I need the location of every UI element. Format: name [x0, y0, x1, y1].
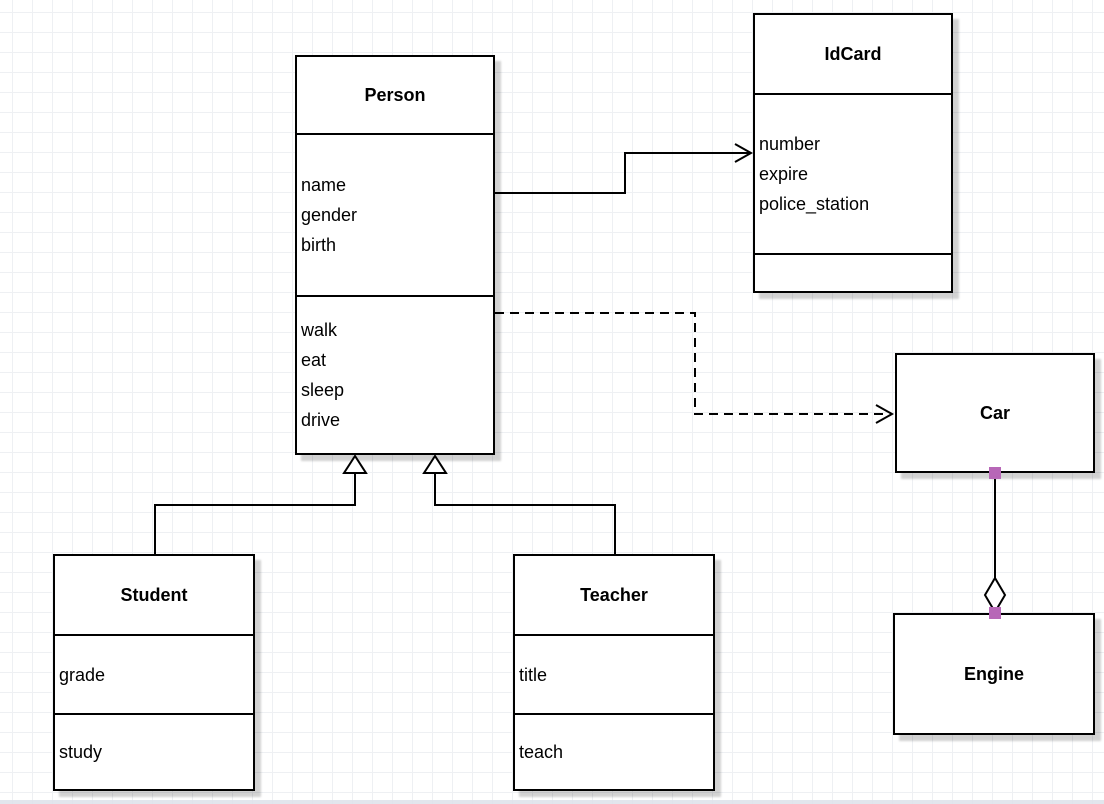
connection-point-handle[interactable]	[989, 607, 1001, 619]
edge-association-person-idcard[interactable]	[495, 143, 754, 194]
class-teacher[interactable]: Teacher title teach	[513, 554, 715, 791]
class-person-methods: walk eat sleep drive	[297, 295, 493, 453]
open-arrow-icon	[875, 404, 895, 424]
edge-generalization-teacher-person[interactable]	[422, 454, 616, 554]
class-teacher-attributes: title	[515, 634, 713, 713]
hollow-diamond-icon	[983, 576, 1007, 614]
class-person[interactable]: Person name gender birth walk eat sleep …	[295, 55, 495, 455]
class-teacher-attributes-text: title	[519, 664, 548, 685]
class-engine-title: Engine	[963, 663, 1024, 684]
class-idcard-methods	[755, 253, 951, 291]
class-idcard[interactable]: IdCard number expire police_station	[753, 13, 953, 293]
edge-aggregation-car-engine[interactable]	[983, 467, 1007, 619]
class-student-attributes: grade	[55, 634, 253, 713]
class-person-attributes: name gender birth	[297, 133, 493, 295]
class-idcard-attributes-text: number expire police_station	[759, 134, 870, 214]
edge-generalization-student-person[interactable]	[154, 454, 368, 554]
class-student-methods-text: study	[59, 742, 103, 762]
page-boundary-edge	[0, 800, 1104, 804]
class-engine[interactable]: Engine	[893, 613, 1095, 735]
class-student-methods: study	[55, 713, 253, 789]
class-teacher-methods-text: teach	[519, 742, 564, 762]
dependency-line[interactable]	[495, 312, 888, 415]
class-person-title: Person	[364, 84, 426, 105]
class-person-attributes-text: name gender birth	[301, 175, 358, 255]
open-arrow-icon	[734, 143, 754, 163]
edge-dependency-person-car[interactable]	[495, 312, 895, 424]
hollow-triangle-icon	[422, 454, 448, 474]
connection-point-handle[interactable]	[989, 467, 1001, 479]
class-idcard-attributes: number expire police_station	[755, 93, 951, 253]
hollow-triangle-icon	[342, 454, 368, 474]
class-person-methods-text: walk eat sleep drive	[301, 320, 345, 430]
class-student-title: Student	[120, 584, 188, 605]
class-student-attributes-text: grade	[59, 664, 106, 685]
class-teacher-title: Teacher	[580, 584, 648, 605]
class-teacher-methods: teach	[515, 713, 713, 789]
generalization-line[interactable]	[154, 474, 356, 554]
class-idcard-title: IdCard	[824, 43, 882, 64]
association-line[interactable]	[495, 152, 750, 194]
class-car-title: Car	[979, 402, 1010, 423]
generalization-line[interactable]	[434, 474, 616, 554]
class-student[interactable]: Student grade study	[53, 554, 255, 791]
